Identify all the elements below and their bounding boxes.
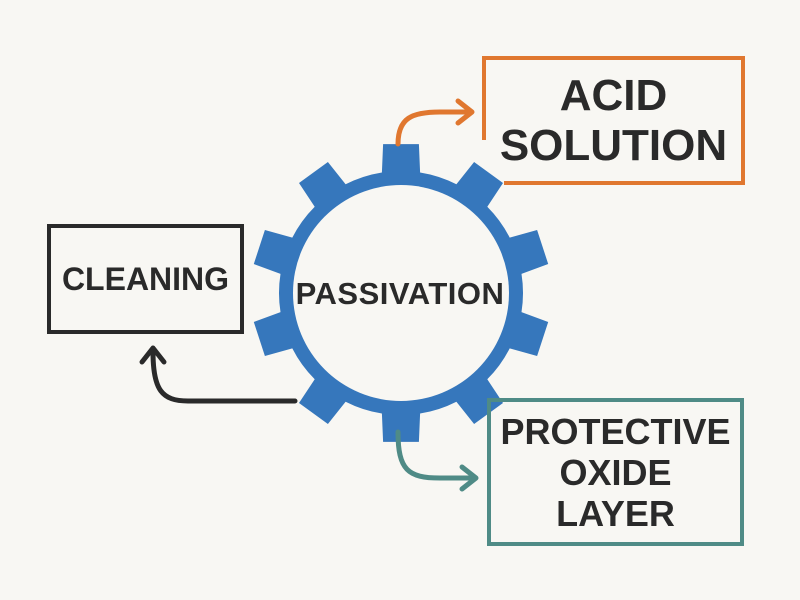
arrow-to-cleaning (139, 345, 298, 404)
acid-solution-line-2: SOLUTION (499, 120, 728, 170)
protective-oxide-layer-line-3: LAYER (556, 492, 675, 534)
arrow-to-acid-solution (395, 98, 475, 147)
acid-solution-label: ACID SOLUTION (484, 58, 743, 183)
cleaning-label: CLEANING (61, 260, 230, 297)
gear-inner-circle (293, 185, 509, 401)
protective-oxide-layer-box (487, 398, 744, 546)
passivation-label: PASSIVATION (295, 276, 505, 311)
acid-solution-box (482, 56, 745, 185)
protective-oxide-layer-label: PROTECTIVE OXIDE LAYER (489, 400, 742, 544)
protective-oxide-layer-line-1: PROTECTIVE (500, 410, 731, 452)
acid-solution-line-1: ACID (559, 70, 668, 120)
cleaning-box (47, 224, 244, 334)
protective-oxide-layer-line-2: OXIDE (559, 451, 672, 493)
arrow-to-protective-oxide-layer (395, 429, 479, 492)
